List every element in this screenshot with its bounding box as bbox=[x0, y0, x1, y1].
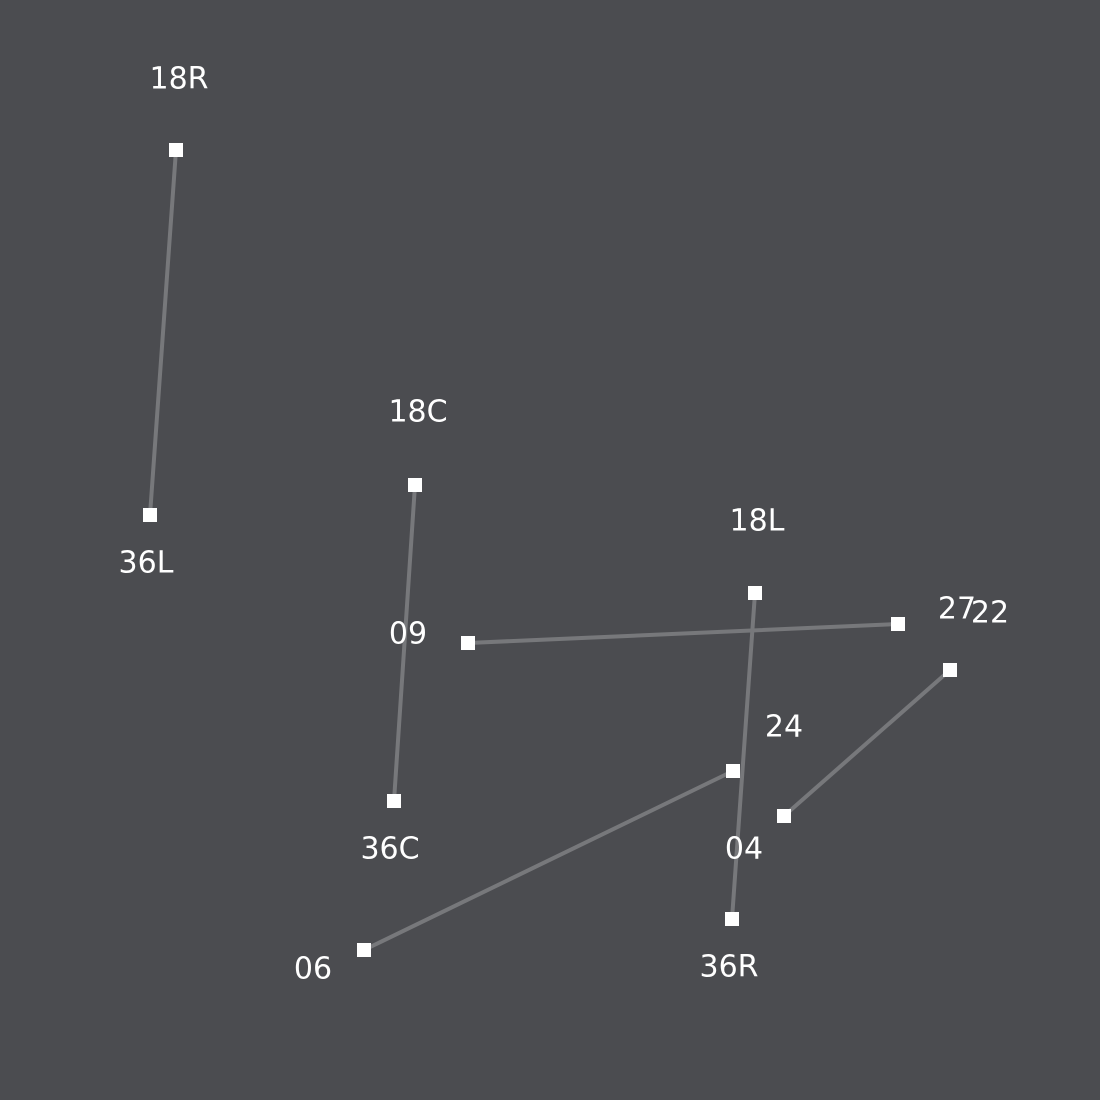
runway-09-27: 09 27 bbox=[389, 592, 976, 652]
threshold-marker bbox=[408, 478, 422, 492]
runway-line bbox=[392, 483, 417, 803]
threshold-marker bbox=[461, 636, 475, 650]
threshold-marker bbox=[357, 943, 371, 957]
threshold-marker bbox=[387, 794, 401, 808]
runway-line bbox=[466, 622, 900, 645]
threshold-marker bbox=[143, 508, 157, 522]
runway-06-24: 06 24 bbox=[294, 710, 803, 987]
runway-end-label: 27 bbox=[938, 592, 976, 627]
threshold-marker bbox=[748, 586, 762, 600]
runway-18l-36r: 18L 36R bbox=[699, 504, 784, 985]
runway-18r-36l: 18R 36L bbox=[119, 62, 209, 581]
runway-end-label: 09 bbox=[389, 617, 427, 652]
runway-end-label: 18C bbox=[388, 395, 447, 430]
threshold-marker bbox=[891, 617, 905, 631]
runway-end-label: 36C bbox=[360, 832, 419, 867]
threshold-marker bbox=[943, 663, 957, 677]
runway-end-label: 04 bbox=[725, 832, 763, 867]
runway-end-label: 36R bbox=[699, 950, 758, 985]
runway-end-label: 24 bbox=[765, 710, 803, 745]
runway-line bbox=[730, 591, 757, 921]
runway-line bbox=[148, 148, 178, 517]
threshold-marker bbox=[725, 912, 739, 926]
threshold-marker bbox=[777, 809, 791, 823]
runway-18c-36c: 18C 36C bbox=[360, 395, 447, 867]
runway-end-label: 18R bbox=[149, 62, 208, 97]
runway-end-label: 18L bbox=[730, 504, 785, 539]
threshold-marker bbox=[726, 764, 740, 778]
runway-04-22: 04 22 bbox=[725, 596, 1009, 867]
runway-end-label: 06 bbox=[294, 952, 332, 987]
runway-line bbox=[782, 668, 952, 818]
runway-end-label: 36L bbox=[119, 546, 174, 581]
runway-line bbox=[362, 769, 735, 952]
threshold-marker bbox=[169, 143, 183, 157]
runway-end-label: 22 bbox=[971, 596, 1009, 631]
